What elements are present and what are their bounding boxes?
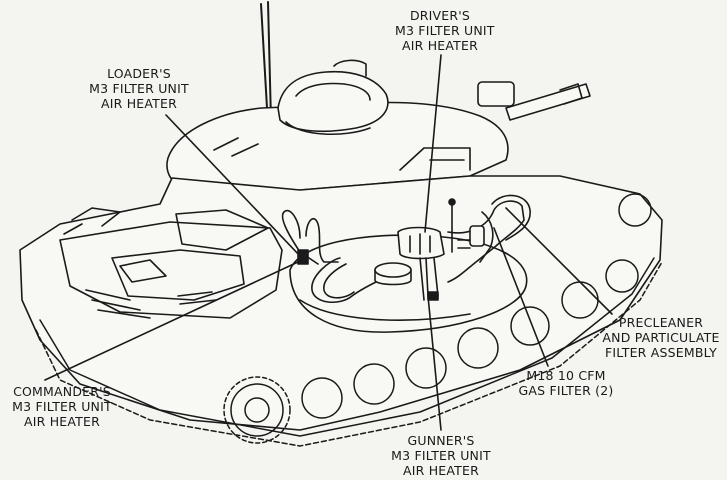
label-line: AND PARTICULATE [602,330,720,345]
label-line: M3 FILTER UNIT [89,81,189,96]
label-line: LOADER'S [107,66,171,81]
label-line: FILTER ASSEMBLY [605,345,717,360]
label-line: DRIVER'S [409,8,471,23]
label-precleaner-assembly: PRECLEANER AND PARTICULATE FILTER ASSEMB… [600,315,722,360]
label-loader-heater: LOADER'S M3 FILTER UNIT AIR HEATER [86,66,192,111]
hull [19,175,663,431]
label-line: M3 FILTER UNIT [391,448,491,463]
label-line: AIR HEATER [403,463,479,478]
label-gunner-heater: GUNNER'S M3 FILTER UNIT AIR HEATER [386,433,496,478]
label-line: M3 FILTER UNIT [12,399,112,414]
gunner-leader [427,295,442,431]
label-driver-heater: DRIVER'S M3 FILTER UNIT AIR HEATER [395,8,495,53]
turret [166,59,591,193]
label-line: COMMANDER'S [13,384,111,399]
label-line: GUNNER'S [407,433,475,448]
label-line: M3 FILTER UNIT [395,23,495,38]
loader-leader [165,114,301,257]
label-line: AIR HEATER [402,38,478,53]
label-line: PRECLEANER [618,315,704,330]
leader-lines [44,54,613,431]
label-line: M18 10 CFM [526,368,606,383]
precleaner-leader [505,207,613,315]
filter-system [281,194,531,303]
label-commander-heater: COMMANDER'S M3 FILTER UNIT AIR HEATER [6,384,118,429]
driver-leader [424,54,442,233]
label-line: AIR HEATER [101,96,177,111]
track [35,193,663,447]
label-line: AIR HEATER [24,414,100,429]
commander-leader [44,261,299,381]
label-gas-filter: M18 10 CFM GAS FILTER (2) [516,368,616,398]
label-line: GAS FILTER (2) [518,383,614,398]
gas-filter-leader [493,227,549,367]
